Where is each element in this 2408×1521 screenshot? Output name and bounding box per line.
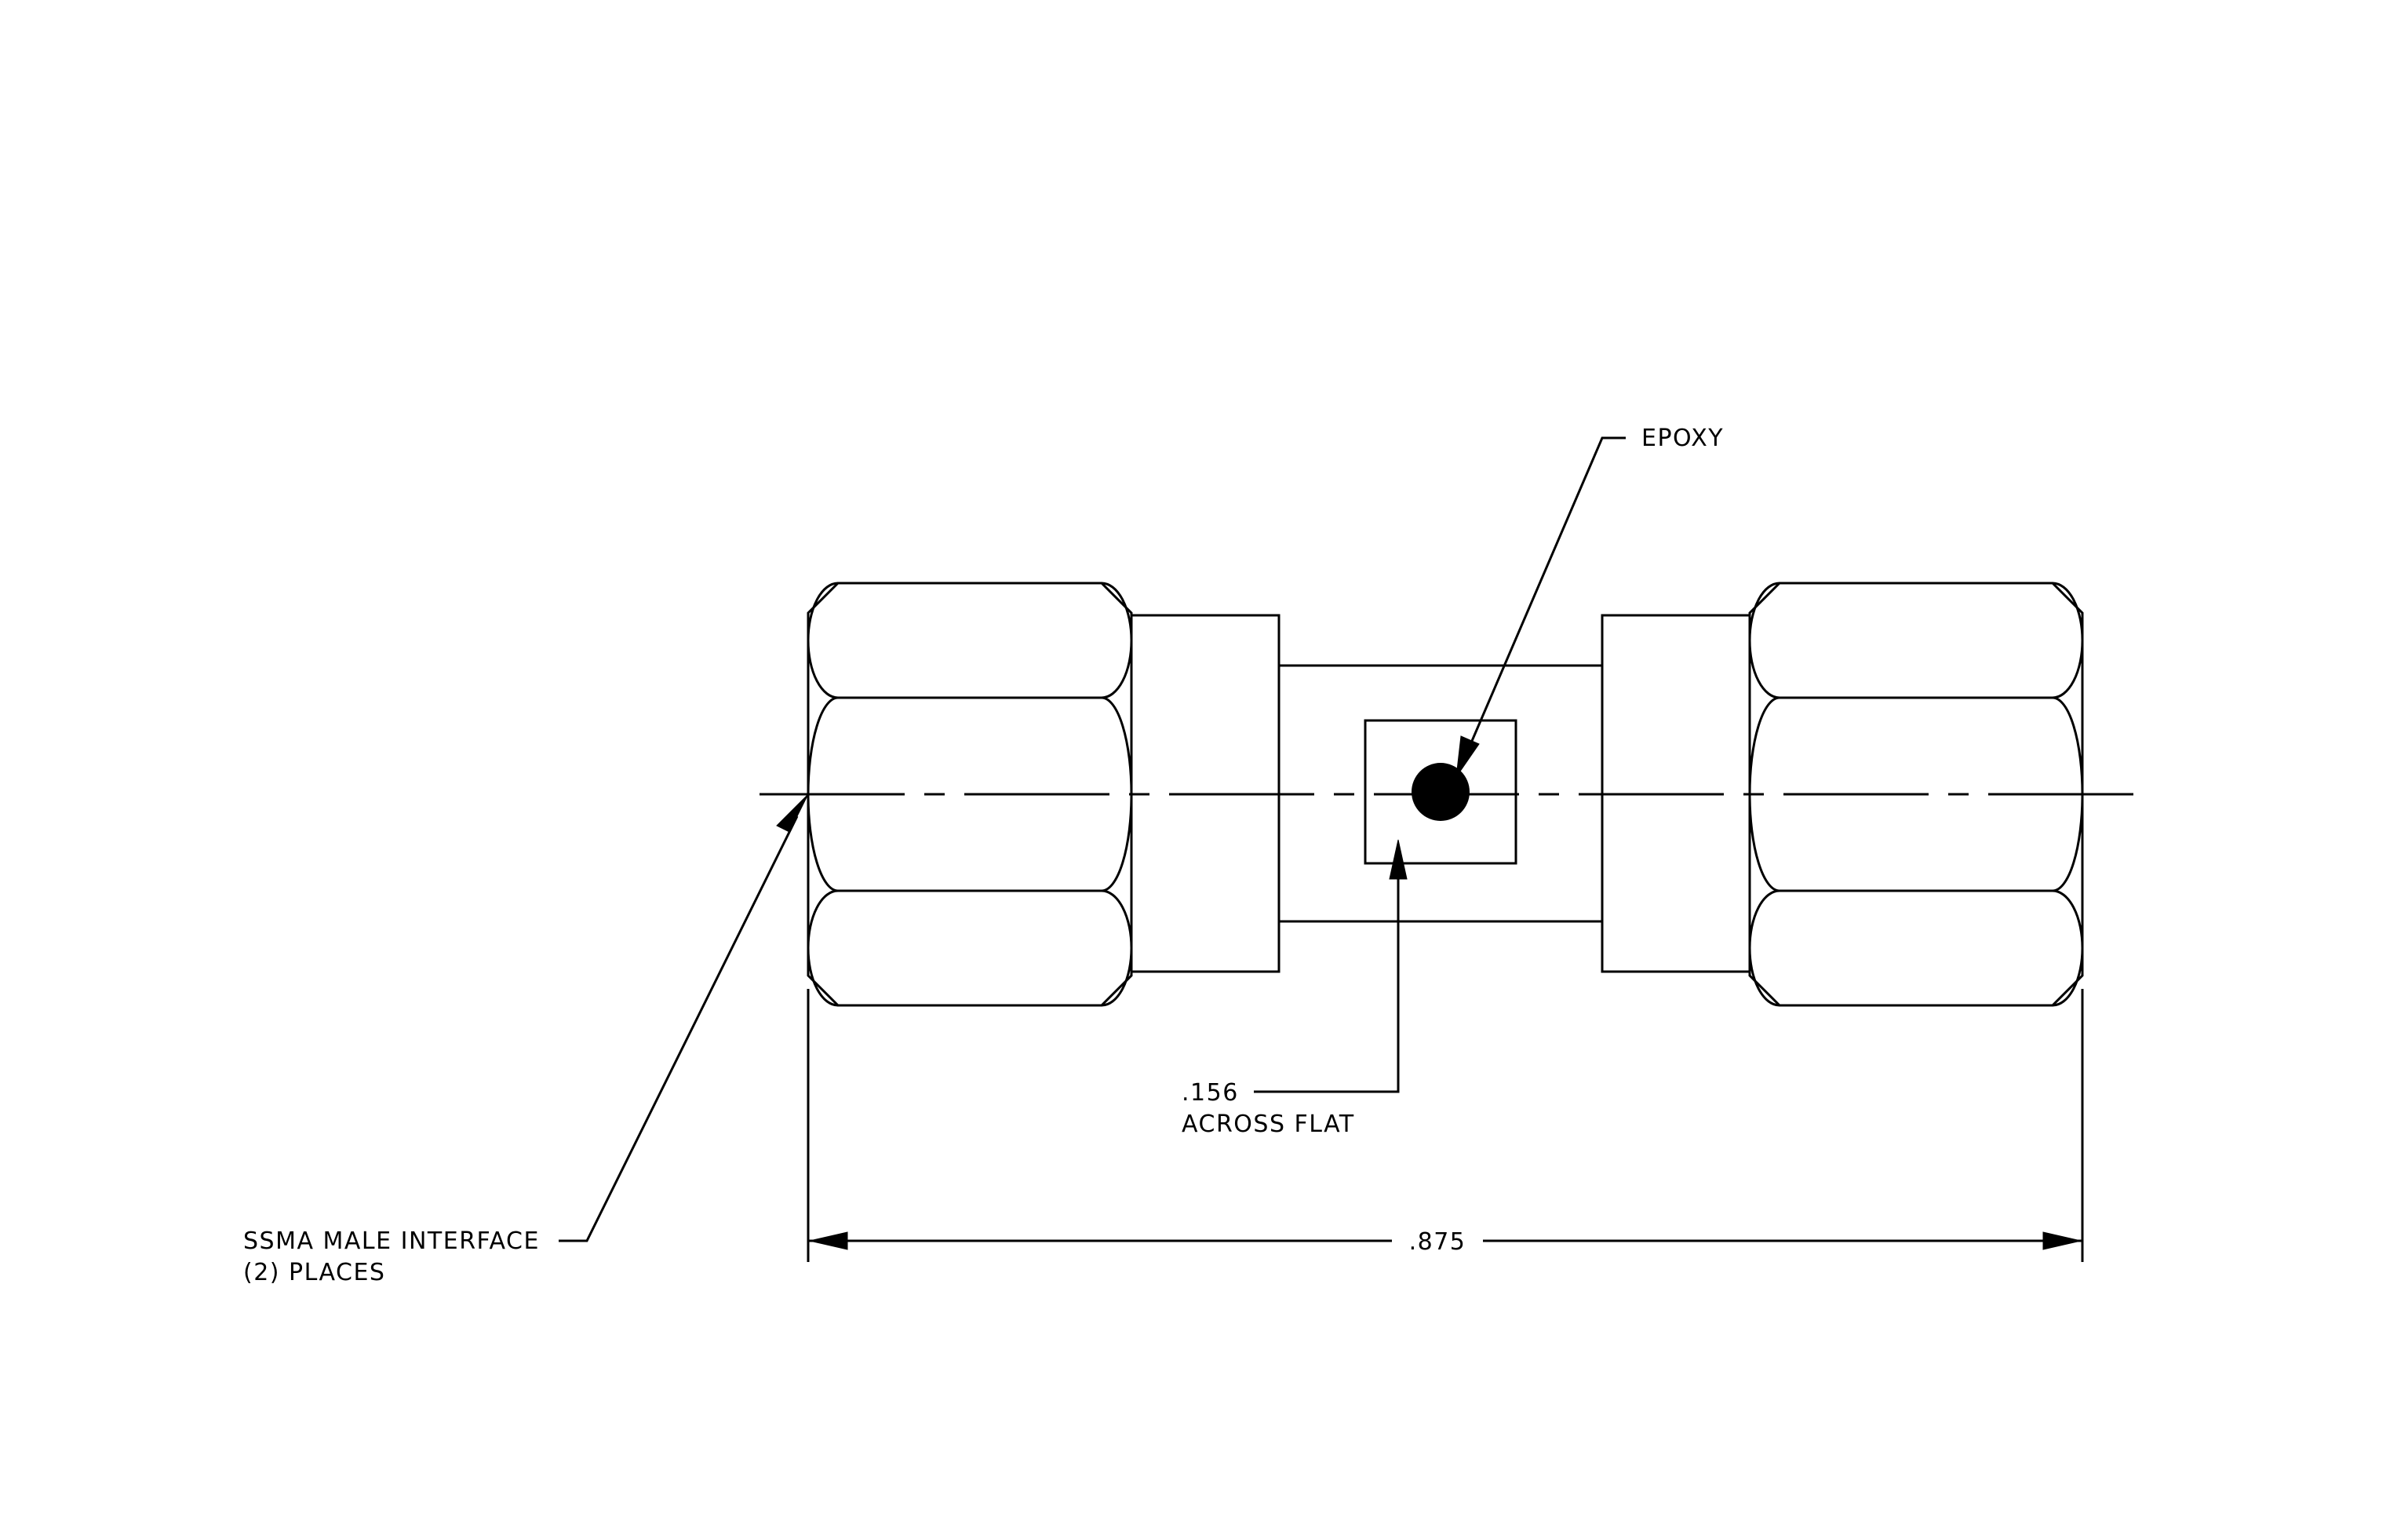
dimension-right-arrowhead: [2042, 1231, 2082, 1250]
left-hex-top-face-arc: [807, 582, 1133, 699]
epoxy-leader-line: [1466, 436, 1626, 753]
across-flat-leader-line: [1254, 863, 1400, 1093]
interface-callout-line1: SSMA MALE INTERFACE: [243, 1227, 540, 1255]
epoxy-callout-label: EPOXY: [1641, 425, 1724, 452]
interface-leader-arrowhead: [776, 793, 809, 833]
across-flat-window: [1364, 719, 1517, 865]
across-flat-leader: [1254, 839, 1408, 1093]
epoxy-dot: [1412, 763, 1470, 821]
interface-leader-line: [559, 815, 799, 1242]
interface-leader: [559, 793, 809, 1242]
dimension-left-arrowhead: [809, 1231, 848, 1250]
right-hex-bottom-face-arc: [1748, 889, 2084, 1007]
across-flat-label: ACROSS FLAT: [1182, 1111, 1355, 1138]
epoxy-leader: [1455, 436, 1626, 778]
overall-length-dimension: [807, 989, 2084, 1262]
right-hex-nut: [1748, 582, 2084, 1007]
right-hex-top-face-arc: [1748, 582, 2084, 699]
interface-callout-line2: (2) PLACES: [243, 1259, 385, 1286]
left-hex-bottom-face-arc: [807, 889, 1133, 1007]
across-flat-leader-arrowhead: [1389, 839, 1408, 880]
overall-length-value: .875: [1409, 1228, 1466, 1256]
epoxy-leader-arrowhead: [1455, 735, 1480, 778]
across-flat-value: .156: [1182, 1079, 1239, 1107]
